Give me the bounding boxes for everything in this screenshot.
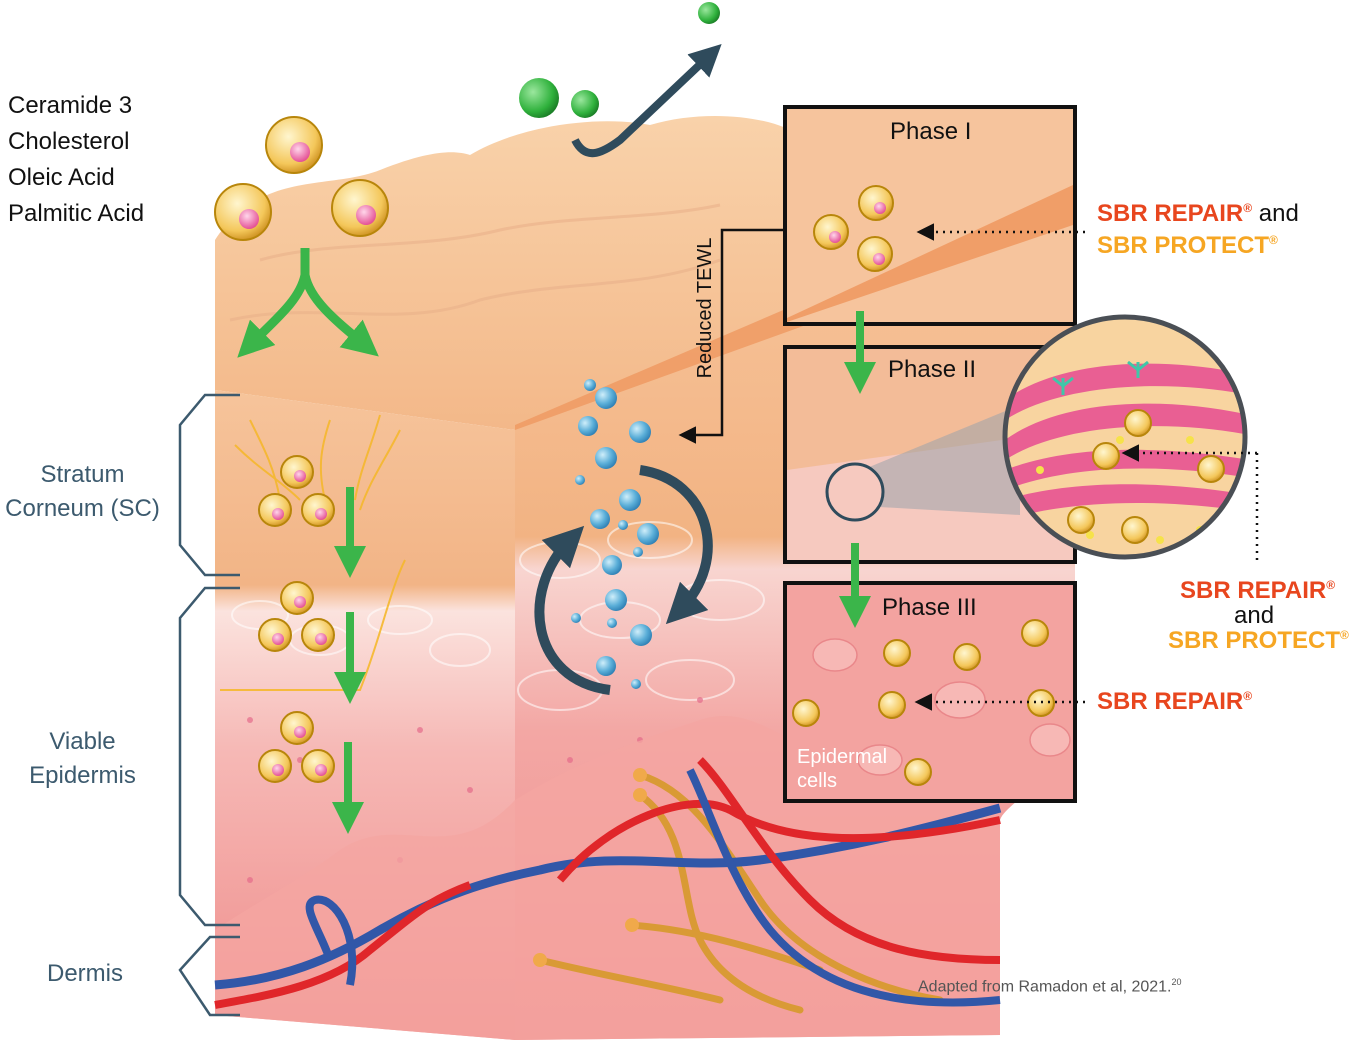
bracket-viable-epidermis	[178, 586, 240, 927]
label-viable-epidermis: Viable Epidermis	[10, 725, 155, 793]
ingredient-liposomes	[214, 116, 389, 241]
phase-3-box	[783, 581, 1077, 803]
bracket-stratum-corneum	[178, 393, 240, 577]
circulation-arrow-right	[639, 465, 713, 625]
label-stratum-corneum: Stratum Corneum (SC)	[0, 458, 165, 526]
label-stratum-line1: Stratum	[40, 461, 125, 488]
brand-protect: SBR PROTECT	[1097, 232, 1270, 259]
liposome-group-epidermis-1	[258, 581, 335, 652]
conjunction-and: and	[1234, 602, 1275, 629]
ingredient-oleic-acid: Oleic Acid	[8, 164, 115, 191]
conjunction-and: and	[1258, 200, 1299, 227]
reg-mark: ®	[1269, 233, 1278, 247]
label-reduced-tewl: Reduced TEWL	[694, 237, 716, 379]
reg-mark: ®	[1326, 578, 1336, 592]
lipid-bilayer-zoom	[1005, 317, 1245, 557]
liposome-group-epidermis-2	[258, 711, 335, 783]
phase-1-box	[783, 105, 1077, 326]
phase-2-title: Phase II	[888, 356, 977, 383]
callout-phase-2-and: and	[1234, 602, 1274, 630]
ingredient-cholesterol: Cholesterol	[8, 128, 130, 155]
phase-1-title: Phase I	[890, 118, 972, 145]
reg-mark: ®	[1340, 628, 1349, 642]
label-dermis: Dermis	[47, 960, 123, 987]
citation-text: Adapted from Ramadon et al, 2021.	[918, 978, 1172, 996]
brand-repair: SBR REPAIR	[1097, 688, 1244, 715]
ingredient-palmitic-acid: Palmitic Acid	[8, 200, 145, 227]
reg-mark: ®	[1243, 689, 1253, 703]
circulation-arrow-left	[534, 525, 611, 695]
zoom-source-circle	[825, 462, 885, 522]
label-epidermal-cells: Epidermal cells	[797, 745, 887, 793]
reg-mark: ®	[1243, 201, 1253, 215]
citation: Adapted from Ramadon et al, 2021.20	[918, 977, 1182, 996]
liposome-group-sc	[258, 455, 335, 527]
label-stratum-line2: Corneum (SC)	[5, 495, 160, 522]
brand-protect: SBR PROTECT	[1168, 627, 1341, 654]
label-viable-line2: Epidermis	[29, 762, 136, 789]
ingredient-ceramide-3: Ceramide 3	[8, 92, 133, 119]
label-epidermal-line1: Epidermal	[797, 746, 888, 768]
evaporation-arrow	[571, 44, 722, 158]
bracket-dermis	[178, 935, 240, 1017]
callout-phase-1-protect: SBR PROTECT®	[1097, 232, 1278, 260]
callout-phase-1-repair: SBR REPAIR® and	[1097, 200, 1299, 228]
phase-3-title: Phase III	[882, 594, 977, 621]
citation-ref: 20	[1171, 977, 1182, 987]
brand-repair: SBR REPAIR	[1097, 200, 1244, 227]
label-viable-line1: Viable	[49, 728, 116, 755]
callout-phase-3-repair: SBR REPAIR®	[1097, 688, 1252, 716]
label-epidermal-line2: cells	[797, 770, 838, 792]
brand-repair: SBR REPAIR	[1180, 577, 1327, 604]
water-droplets	[571, 379, 659, 689]
callout-phase-2-repair: SBR REPAIR®	[1180, 577, 1335, 605]
callout-phase-2-protect: SBR PROTECT®	[1168, 627, 1349, 655]
